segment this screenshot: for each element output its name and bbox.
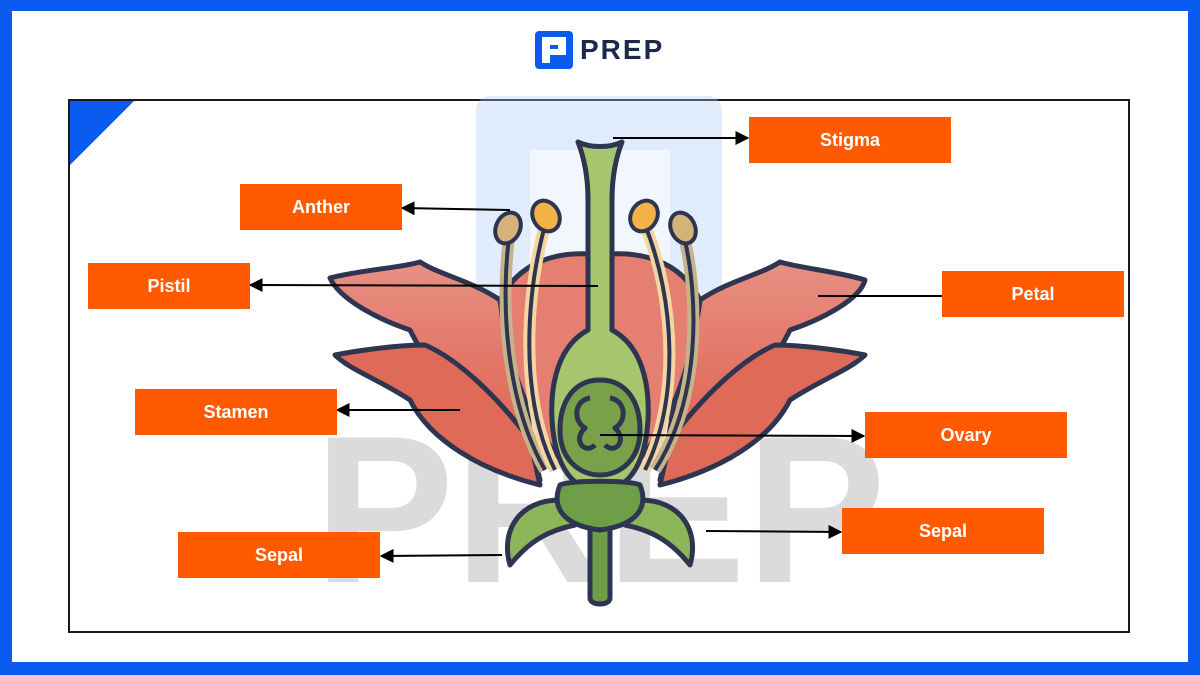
- label-ovary: Ovary: [865, 412, 1067, 458]
- petals: [327, 251, 868, 493]
- label-stamen: Stamen: [135, 389, 337, 435]
- arrow-ovary: [599, 428, 866, 443]
- brand-logo: PREP: [534, 30, 664, 70]
- anther-1: [493, 210, 523, 246]
- prep-logo-icon: [535, 31, 573, 69]
- sepal-right-shape: [622, 497, 696, 568]
- label-sepal-right: Sepal: [842, 508, 1044, 554]
- stamens: [499, 222, 700, 474]
- corner-accent: [70, 101, 134, 165]
- label-pistil: Pistil: [88, 263, 250, 309]
- arrow-sepal-left: [379, 548, 503, 563]
- ovary-outline: [557, 377, 643, 478]
- anther-3: [628, 198, 660, 234]
- sepal-left-shape: [504, 497, 578, 568]
- arrow-sepal-right: [705, 524, 843, 539]
- stem: [587, 517, 613, 607]
- filament-2-outline: [527, 224, 557, 471]
- brand-name: PREP: [580, 34, 665, 65]
- filament-4-outline: [653, 231, 696, 472]
- arrow-pistil: [248, 278, 599, 293]
- arrow-anther: [400, 201, 511, 216]
- label-anther: Anther: [240, 184, 402, 230]
- petal-right-lower: [657, 342, 868, 488]
- ovule-left: [574, 395, 597, 451]
- petal-left-lower: [332, 342, 543, 488]
- label-sepal-left: Sepal: [178, 532, 380, 578]
- sepals: [504, 478, 696, 607]
- filament-3-outline: [643, 224, 672, 471]
- filament-1-outline: [503, 229, 547, 471]
- label-stigma: Stigma: [749, 117, 951, 163]
- leader-lines: [248, 131, 942, 563]
- anthers: [493, 198, 698, 246]
- anther-2: [530, 198, 562, 234]
- ovule-right: [603, 395, 626, 451]
- anther-4: [668, 210, 698, 246]
- receptacle: [554, 478, 646, 533]
- label-petal: Petal: [942, 271, 1124, 317]
